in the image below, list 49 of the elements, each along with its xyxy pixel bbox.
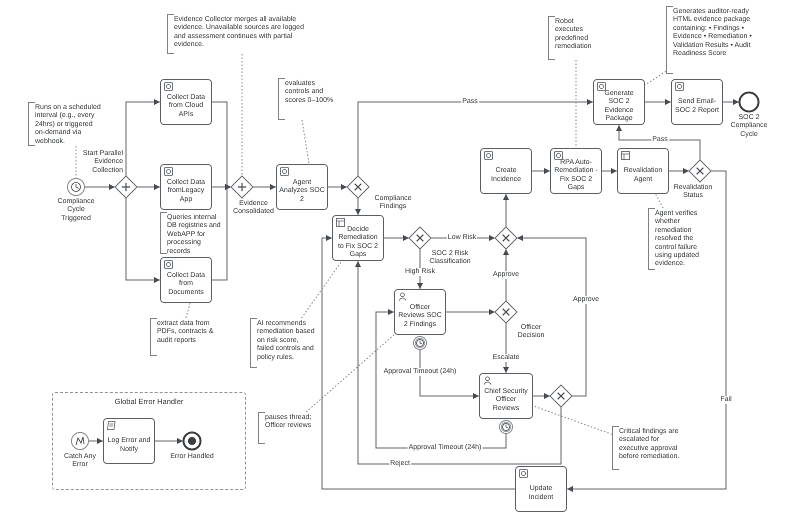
arrow	[668, 168, 690, 174]
leader-line	[655, 194, 664, 208]
arrow	[722, 99, 740, 105]
arrow	[532, 393, 550, 399]
task-box	[480, 148, 532, 194]
arrow	[88, 438, 104, 444]
leader-line	[306, 334, 394, 412]
arrow	[84, 184, 116, 190]
arrow	[322, 235, 516, 490]
leader-line	[644, 70, 666, 86]
task-box	[394, 289, 446, 335]
arrow	[126, 198, 160, 283]
task-box	[160, 79, 212, 125]
arrow	[503, 194, 509, 228]
arrow	[644, 99, 672, 105]
group-frame	[52, 392, 246, 490]
leader-line	[302, 120, 310, 164]
leader-line	[301, 260, 342, 318]
arrow	[154, 438, 184, 444]
arrow	[136, 184, 160, 190]
task-box	[160, 257, 212, 303]
arrow	[616, 124, 700, 160]
task-box	[671, 79, 723, 125]
arrow	[212, 184, 232, 280]
task-box	[593, 79, 645, 125]
task-box	[617, 148, 669, 194]
task-box	[160, 164, 212, 210]
arrow	[532, 168, 550, 174]
leader-line	[186, 302, 190, 318]
arrow	[355, 260, 562, 464]
arrow	[446, 309, 496, 315]
arrow	[358, 99, 594, 176]
arrow	[252, 184, 276, 190]
arrow	[503, 322, 509, 374]
task-box	[276, 164, 328, 210]
task-box	[515, 466, 567, 512]
leader-line	[532, 405, 612, 435]
arrow	[516, 235, 586, 396]
task-box	[332, 215, 384, 261]
arrow	[602, 168, 618, 174]
task-box	[479, 373, 533, 419]
task-box	[550, 148, 602, 194]
arrow	[566, 170, 726, 492]
task-box	[103, 418, 155, 464]
arrow	[355, 198, 361, 216]
arrow	[328, 184, 348, 190]
arrow	[420, 350, 480, 399]
arrow	[384, 235, 410, 241]
arrow	[126, 99, 160, 176]
